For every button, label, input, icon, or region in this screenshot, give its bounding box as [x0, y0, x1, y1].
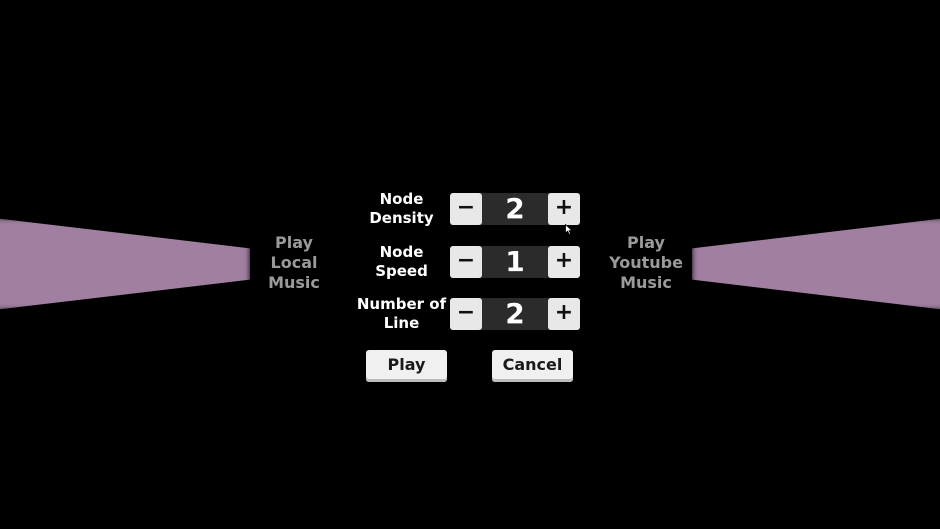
number-of-line-increase-button[interactable]: + — [548, 298, 580, 330]
number-of-line-label-line-1: Number of — [356, 295, 447, 313]
node-density-stepper: − 2 + — [450, 193, 580, 225]
node-speed-increase-button[interactable]: + — [548, 246, 580, 278]
play-youtube-music-option[interactable]: Play Youtube Music — [591, 233, 701, 293]
node-speed-value: 1 — [505, 245, 525, 278]
number-of-line-stepper: − 2 + — [450, 298, 580, 330]
play-youtube-music-line-1: Play — [627, 233, 665, 252]
number-of-line-setting: Number of Line − 2 + — [350, 293, 590, 335]
number-of-line-value: 2 — [505, 297, 525, 330]
node-speed-stepper: − 1 + — [450, 246, 580, 278]
left-light-beam — [0, 218, 250, 310]
node-density-label-line-2: Density — [369, 209, 434, 227]
mouse-pointer-icon — [565, 224, 573, 235]
node-speed-setting: Node Speed − 1 + — [350, 241, 590, 283]
node-density-setting: Node Density − 2 + — [350, 188, 590, 230]
number-of-line-decrease-button[interactable]: − — [450, 298, 482, 330]
number-of-line-label-line-2: Line — [383, 314, 420, 332]
node-speed-label-line-2: Speed — [375, 262, 428, 280]
node-speed-label: Node Speed — [350, 241, 453, 283]
play-local-music-line-1: Play — [275, 233, 313, 252]
play-youtube-music-line-3: Music — [620, 273, 672, 292]
play-local-music-option[interactable]: Play Local Music — [239, 233, 349, 293]
play-button[interactable]: Play — [366, 350, 447, 382]
play-local-music-line-3: Music — [268, 273, 320, 292]
play-youtube-music-line-2: Youtube — [609, 253, 683, 272]
node-speed-decrease-button[interactable]: − — [450, 246, 482, 278]
node-density-value: 2 — [505, 192, 525, 225]
node-speed-label-line-1: Node — [379, 243, 424, 261]
node-density-increase-button[interactable]: + — [548, 193, 580, 225]
cancel-button[interactable]: Cancel — [492, 350, 573, 382]
node-density-decrease-button[interactable]: − — [450, 193, 482, 225]
play-local-music-line-2: Local — [270, 253, 318, 272]
node-density-label-line-1: Node — [379, 190, 424, 208]
right-light-beam — [692, 218, 940, 310]
node-density-label: Node Density — [350, 188, 453, 230]
number-of-line-label: Number of Line — [350, 293, 453, 335]
